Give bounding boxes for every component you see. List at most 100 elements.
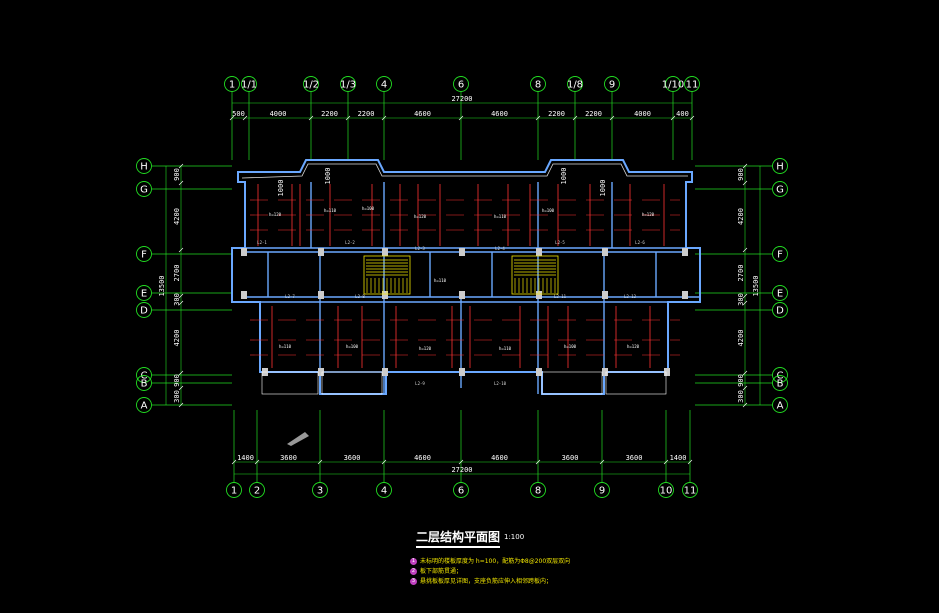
axis-label: D [140, 306, 148, 317]
dim-text: 4200 [737, 330, 745, 347]
dim-text: 4200 [173, 330, 181, 347]
dim-tick [689, 115, 695, 121]
cutout-dim: 1000 [560, 168, 568, 185]
axis-label: C [777, 371, 784, 382]
axis-bubble [772, 375, 788, 391]
column [382, 368, 388, 376]
column [459, 248, 465, 256]
axis-label: 11 [684, 486, 697, 497]
axis-label: 6 [458, 80, 464, 91]
slab-outline-path [231, 159, 701, 395]
dim-text: 300 [737, 390, 745, 403]
slab-thickness-label: h=100 [362, 206, 375, 211]
axis-bubble [682, 482, 698, 498]
axis-label: F [777, 250, 783, 261]
slab-thickness-label: h=120 [642, 212, 655, 217]
column [318, 248, 324, 256]
cutout-dim: 1000 [277, 180, 285, 197]
slab-thickness-label: h=110 [279, 344, 292, 349]
axis-label: 1 [231, 486, 237, 497]
axis-bubble [772, 285, 788, 301]
slab-thickness-label: h=110 [324, 208, 337, 213]
column [382, 248, 388, 256]
column [664, 368, 670, 376]
axis-bubble [567, 76, 583, 92]
axis-bubble [530, 76, 546, 92]
slab-thickness-label: h=110 [434, 278, 447, 283]
dim-text: 4600 [414, 110, 431, 118]
balcony [605, 371, 667, 395]
parapet-line [241, 163, 688, 179]
axis-label: 1 [229, 80, 235, 91]
dim-total: 27200 [451, 466, 472, 474]
dim-tick [381, 459, 387, 465]
dim-tick [229, 115, 235, 121]
dim-text: 2200 [548, 110, 565, 118]
axis-label: B [777, 379, 784, 390]
axis-label: H [776, 162, 784, 173]
axis-bubble [604, 76, 620, 92]
axis-bubble [772, 367, 788, 383]
axis-bubble [665, 76, 681, 92]
dim-text: 4600 [414, 454, 431, 462]
beam-label: L2-3 [415, 246, 425, 251]
axis-label: 6 [458, 486, 464, 497]
beam-label: L2-1 [257, 240, 267, 245]
axis-bubble [658, 482, 674, 498]
dim-tick [178, 163, 184, 169]
slab-thickness-label: h=120 [419, 346, 432, 351]
north-arrow [287, 432, 309, 446]
dim-tick [178, 300, 184, 306]
dim-tick [742, 300, 748, 306]
axis-label: 2 [254, 486, 260, 497]
dim-text: 2700 [737, 265, 745, 282]
axis-label: G [776, 185, 784, 196]
beam-label: L2-10 [494, 381, 507, 386]
dim-text: 300 [173, 293, 181, 306]
axis-bubble [772, 397, 788, 413]
axis-bubble [684, 76, 700, 92]
axis-label: A [777, 401, 784, 412]
axis-bubble [303, 76, 319, 92]
axis-label: C [141, 371, 148, 382]
dim-tick [535, 459, 541, 465]
axis-bubble [136, 181, 152, 197]
dim-tick [742, 247, 748, 253]
dim-tick [742, 385, 748, 391]
axis-label: B [141, 379, 148, 390]
dim-tick [242, 115, 248, 121]
dim-text: 4600 [491, 454, 508, 462]
axis-bubble [312, 482, 328, 498]
dim-tick [663, 459, 669, 465]
dim-tick [458, 459, 464, 465]
column [682, 291, 688, 299]
dim-tick [742, 163, 748, 169]
dim-tick [742, 293, 748, 299]
dim-tick [317, 459, 323, 465]
column [602, 248, 608, 256]
axis-bubble [594, 482, 610, 498]
balcony [541, 371, 603, 395]
axis-label: H [140, 162, 148, 173]
dim-text: 3600 [562, 454, 579, 462]
slab-thickness-label: h=110 [494, 214, 507, 219]
dim-text: 4000 [270, 110, 287, 118]
axis-label: 4 [381, 80, 387, 91]
axis-bubble [772, 158, 788, 174]
dim-tick [599, 459, 605, 465]
stair-outline [363, 255, 411, 295]
balcony [261, 371, 319, 395]
axis-label: 9 [609, 80, 615, 91]
axis-label: D [776, 306, 784, 317]
balcony [321, 371, 383, 395]
axis-label: 8 [535, 486, 541, 497]
column [536, 291, 542, 299]
column [459, 291, 465, 299]
dim-text: 4200 [737, 208, 745, 225]
axis-label: F [141, 250, 147, 261]
dim-tick [231, 459, 237, 465]
axis-bubble [136, 302, 152, 318]
dim-text: 900 [737, 168, 745, 181]
